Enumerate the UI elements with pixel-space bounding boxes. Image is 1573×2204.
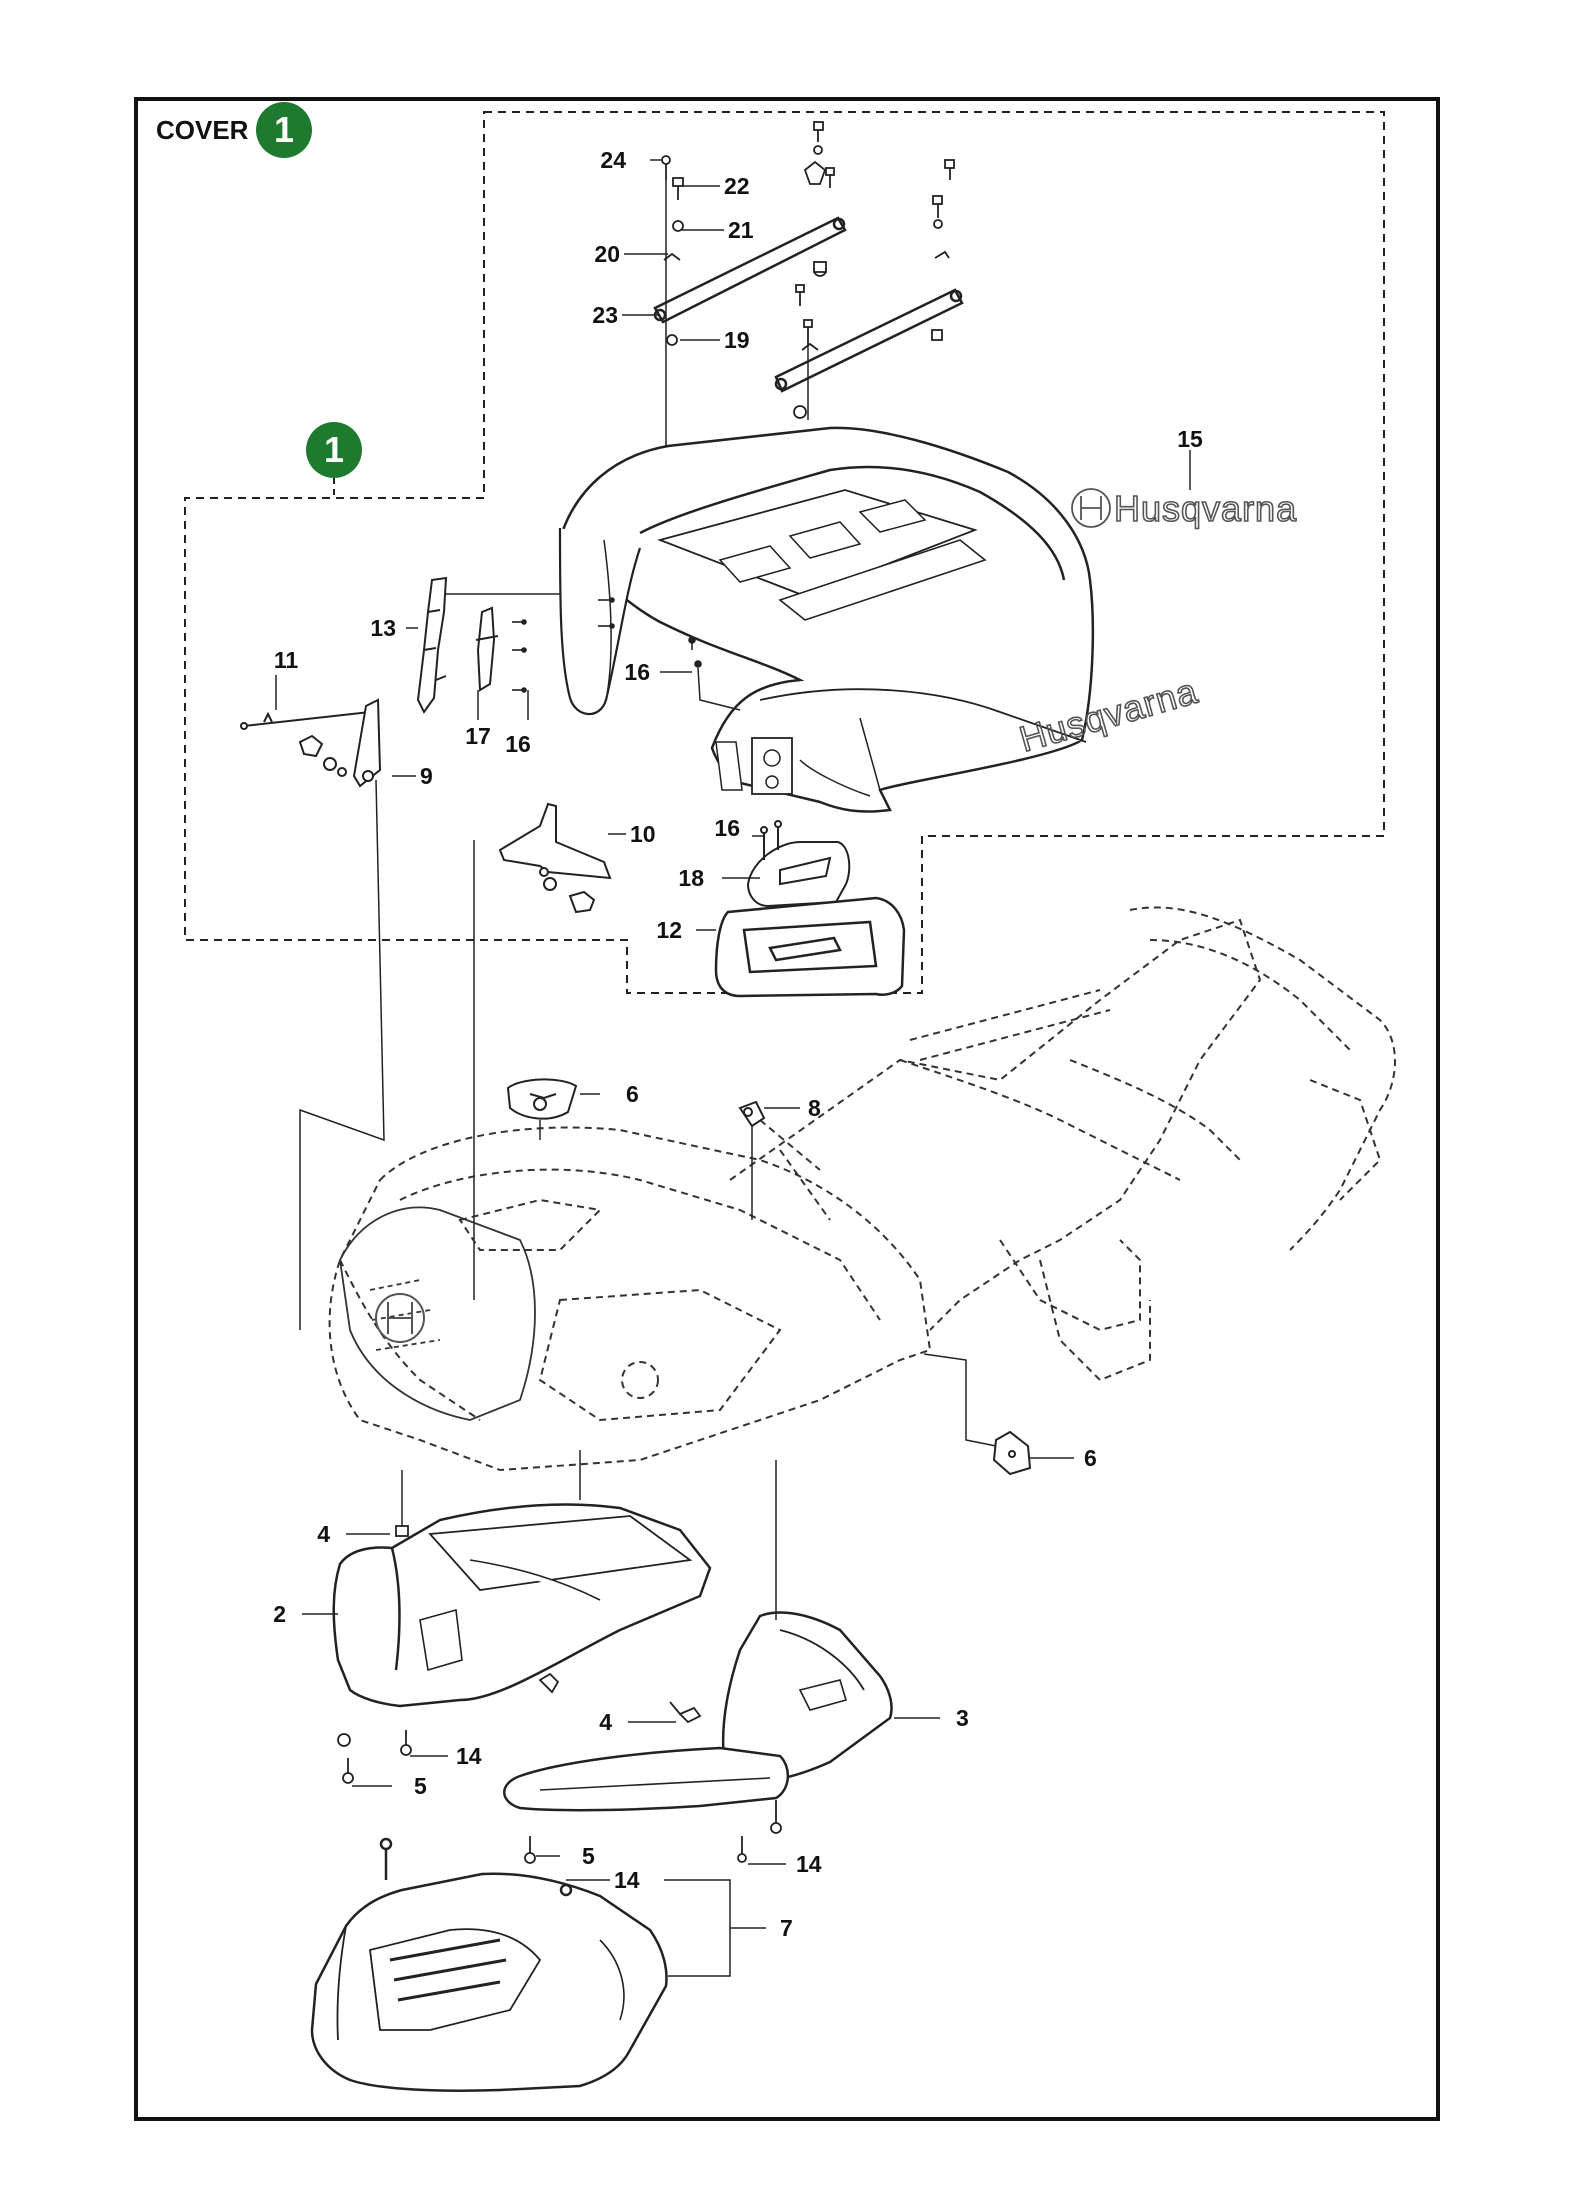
bracket-13 (416, 576, 448, 714)
lines-to-hood (446, 593, 741, 711)
group-marker-badge: 1 (306, 422, 362, 478)
cover-12 (714, 896, 906, 998)
callout-14c: 14 (614, 1867, 640, 1893)
callout-14b: 14 (796, 1851, 822, 1877)
callout-10: 10 (630, 821, 656, 847)
callout-labels: 24 22 21 20 23 19 15 13 11 16 17 16 9 10… (273, 147, 1203, 1941)
callout-12: 12 (656, 917, 682, 943)
section-badge: 1 (256, 102, 312, 158)
step-cover-3 (721, 1611, 893, 1783)
bracket-17 (475, 606, 499, 692)
lower-cover-2 (332, 1503, 712, 1708)
bracket-10 (498, 802, 612, 914)
callout-15: 15 (1177, 426, 1203, 452)
hood-cover (558, 426, 1095, 813)
callout-7: 7 (780, 1915, 793, 1941)
bracket-9 (298, 698, 382, 788)
callout-23: 23 (592, 302, 618, 328)
cover-group-outline (184, 111, 1385, 994)
husqvarna-decal: Husqvarna (1071, 487, 1297, 530)
callout-11: 11 (274, 647, 299, 673)
fasteners-3 (524, 1701, 782, 1864)
chassis-frame (328, 906, 1396, 1472)
callout-18: 18 (678, 865, 704, 891)
clip-8 (738, 1100, 766, 1128)
callout-6b: 6 (1084, 1445, 1097, 1471)
callout-21: 21 (728, 217, 754, 243)
diagram-frame (134, 97, 1440, 2121)
husqvarna-wordmark: Husqvarna (1114, 488, 1297, 529)
callout-16a: 16 (624, 659, 650, 685)
callout-16c: 16 (714, 815, 740, 841)
pin-11 (240, 711, 371, 730)
callout-4a: 4 (317, 1521, 330, 1547)
section-title: COVER (156, 115, 249, 145)
callout-22: 22 (724, 173, 750, 199)
callout-19: 19 (724, 327, 750, 353)
callout-16b: 16 (505, 731, 531, 757)
battery-cover-7 (310, 1837, 668, 2092)
husqvarna-logo-icon (1071, 488, 1111, 528)
bumper-6-top (506, 1078, 578, 1120)
panel-18 (746, 820, 851, 908)
callout-5b: 5 (582, 1843, 595, 1869)
callout-17: 17 (465, 723, 491, 749)
callout-14a: 14 (456, 1743, 482, 1769)
fasteners-2 (337, 1525, 560, 1784)
callout-2: 2 (273, 1601, 286, 1627)
callout-3: 3 (956, 1705, 969, 1731)
callout-6a: 6 (626, 1081, 639, 1107)
bumper-6-side (992, 1430, 1032, 1476)
callout-5a: 5 (414, 1773, 427, 1799)
callout-8: 8 (808, 1095, 821, 1121)
front-grille (339, 1206, 536, 1421)
callout-leaders (275, 159, 1191, 1977)
callout-24: 24 (600, 147, 626, 173)
callout-20: 20 (594, 241, 620, 267)
callout-4b: 4 (599, 1709, 612, 1735)
step-rail-3 (503, 1746, 789, 1812)
screws-16 (512, 597, 702, 693)
small-hardware (661, 121, 955, 419)
leader-9-down (299, 779, 385, 1330)
callout-9: 9 (420, 763, 433, 789)
support-bar-right (774, 288, 964, 393)
callout-13: 13 (370, 615, 396, 641)
grille-logo-icon (375, 1293, 425, 1343)
leader-6-side (923, 1353, 997, 1447)
